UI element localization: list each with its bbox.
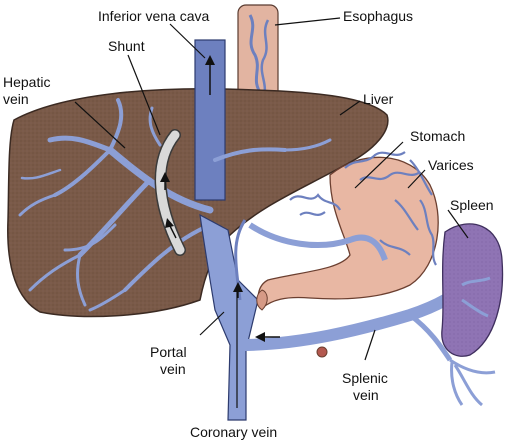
leader-lines (74, 17, 469, 408)
label-varices: Varices (428, 157, 474, 173)
label-liver: Liver (363, 91, 394, 107)
shunt (154, 129, 186, 256)
label-hepatic-vein-line1: Hepatic (3, 74, 50, 90)
gastric-vein (248, 222, 388, 262)
label-spleen: Spleen (450, 197, 494, 213)
label-stomach: Stomach (410, 128, 465, 144)
inferior-vena-cava (194, 39, 226, 201)
portal-vein (199, 213, 259, 421)
label-inferior-vena-cava: Inferior vena cava (98, 8, 209, 24)
label-esophagus: Esophagus (343, 8, 413, 24)
splenic-branches (449, 276, 496, 407)
label-portal-vein-line1: Portal (150, 344, 187, 360)
labels: Inferior vena cava Esophagus Shunt Hepat… (3, 8, 494, 440)
hepatic-veins (18, 98, 332, 312)
label-portal-vein-line2: vein (160, 361, 186, 377)
label-coronary-vein: Coronary vein (190, 424, 277, 440)
stomach (257, 156, 439, 309)
label-splenic-vein-line2: vein (353, 387, 379, 403)
spleen (441, 223, 504, 357)
varices (289, 151, 437, 266)
label-hepatic-vein-line2: vein (3, 91, 29, 107)
label-splenic-vein-line1: Splenic (342, 370, 388, 386)
label-shunt: Shunt (108, 38, 145, 54)
